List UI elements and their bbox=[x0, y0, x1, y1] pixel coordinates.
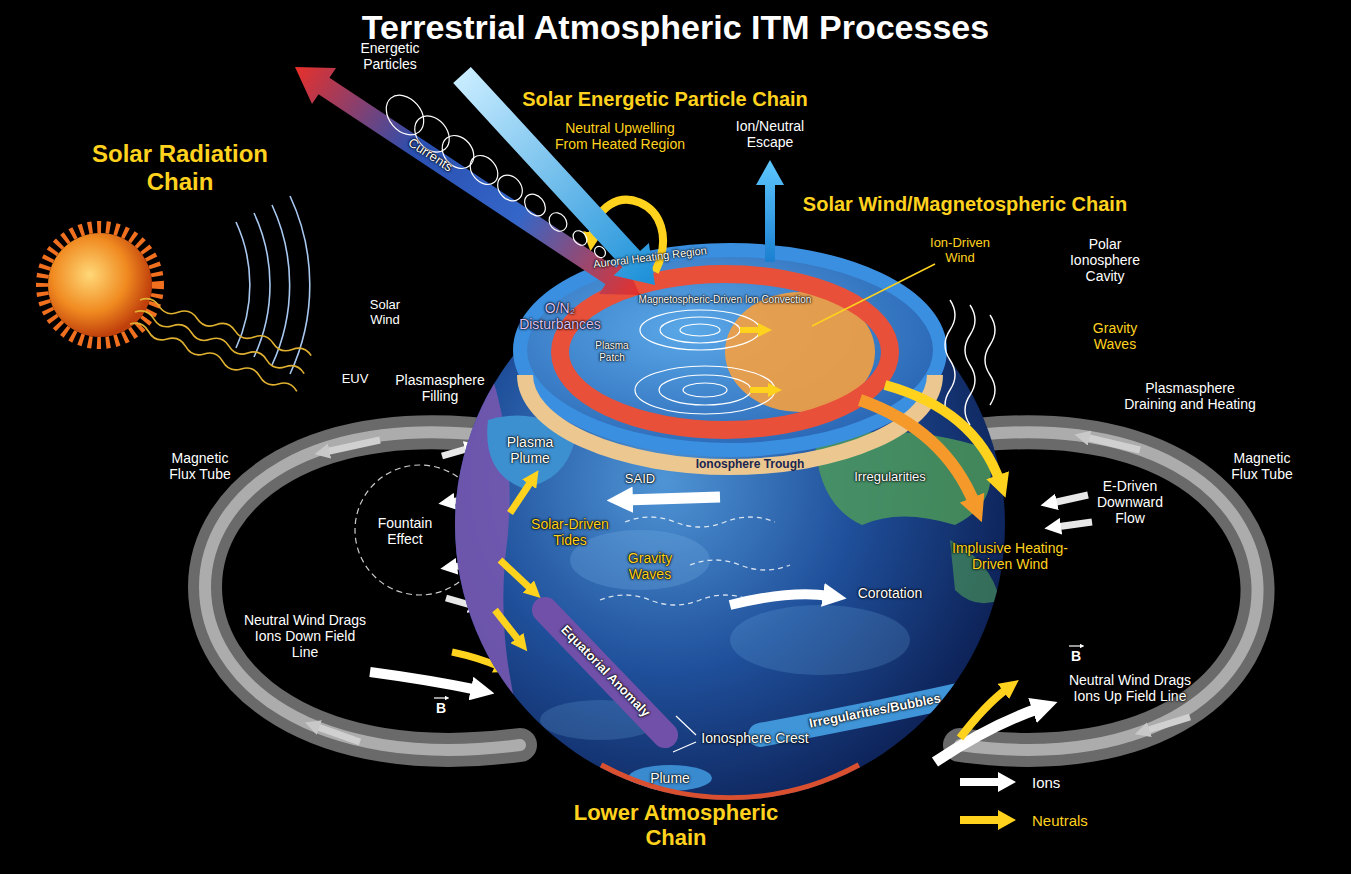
diagram-label: Magnetic Flux Tube bbox=[160, 450, 240, 482]
legend-entry: Ions bbox=[958, 770, 1060, 794]
diagram-label: Solar Wind bbox=[360, 298, 410, 328]
diagram-label: Irregularities bbox=[840, 470, 940, 485]
diagram-label: Polar Ionosphere Cavity bbox=[1055, 236, 1155, 284]
diagram-title: Terrestrial Atmospheric ITM Processes bbox=[0, 8, 1351, 47]
diagram-label: Implusive Heating-Driven Wind bbox=[940, 540, 1080, 572]
diagram-label: Plasma Patch bbox=[588, 340, 636, 363]
diagram-label: O/N₂ Disturbances bbox=[513, 300, 608, 332]
legend-entry: Neutrals bbox=[958, 808, 1088, 832]
diagram-label: Ionosphere Trough bbox=[675, 458, 825, 472]
diagram-label: EUV bbox=[335, 372, 375, 387]
legend-arrow bbox=[958, 808, 1020, 832]
diagram-label: Ion-Driven Wind bbox=[920, 236, 1000, 266]
diagram-label: Corotation bbox=[845, 585, 935, 601]
diagram-label: Plasmasphere Filling bbox=[385, 372, 495, 404]
diagram-label: Plasma Plume bbox=[500, 434, 560, 466]
diagram-label: Neutral Wind Drags Ions Down Field Line bbox=[243, 612, 368, 660]
diagram-label: Energetic Particles bbox=[343, 40, 438, 72]
diagram-label: B bbox=[432, 700, 450, 716]
diagram-label: B bbox=[1067, 648, 1085, 664]
diagram-label: Gravity Waves bbox=[615, 550, 685, 582]
legend-text: Ions bbox=[1032, 774, 1060, 791]
diagram-label: E-Driven Downward Flow bbox=[1090, 478, 1170, 526]
diagram-label: Ion/Neutral Escape bbox=[725, 118, 815, 150]
diagram-label: Lower Atmospheric Chain bbox=[546, 800, 806, 851]
diagram-label: Solar-Driven Tides bbox=[523, 516, 618, 548]
diagram-label: Gravity Waves bbox=[1080, 320, 1150, 352]
diagram-label: Solar Wind/Magnetospheric Chain bbox=[790, 193, 1140, 216]
diagram-label: SAID bbox=[618, 472, 662, 487]
diagram-label: Fountain Effect bbox=[370, 515, 440, 547]
legend-text: Neutrals bbox=[1032, 812, 1088, 829]
legend-arrow bbox=[958, 770, 1020, 794]
diagram-label: Solar Radiation Chain bbox=[73, 140, 288, 195]
diagram-label: Magnetospheric-Driven Ion Convection bbox=[610, 294, 840, 306]
diagram-label: Plasmasphere Draining and Heating bbox=[1120, 380, 1260, 412]
diagram-label: Plume bbox=[640, 770, 700, 786]
diagram-label: Solar Energetic Particle Chain bbox=[490, 88, 840, 111]
diagram-label: Neutral Upwelling From Heated Region bbox=[550, 120, 690, 152]
diagram-label: Magnetic Flux Tube bbox=[1222, 450, 1302, 482]
diagram-label: Ionosphere Crest bbox=[690, 730, 820, 746]
diagram-label: Neutral Wind Drags Ions Up Field Line bbox=[1068, 672, 1193, 704]
